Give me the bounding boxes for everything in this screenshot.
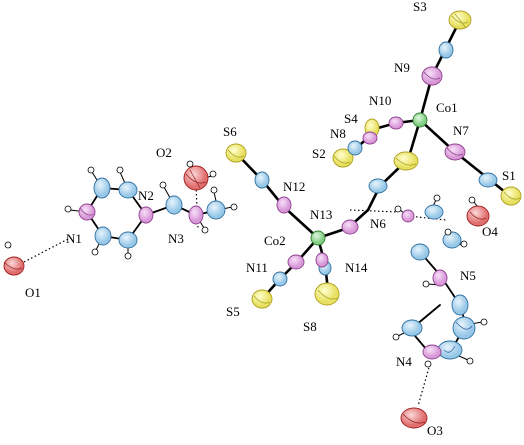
N11-atom <box>287 254 305 270</box>
C-ncs-6 <box>272 271 288 287</box>
label-N9: N9 <box>394 60 410 75</box>
atoms <box>3 10 522 429</box>
C-ring-r1 <box>410 243 430 261</box>
label-S1: S1 <box>502 168 516 183</box>
S8-atom <box>314 282 340 306</box>
Co1-atom <box>412 112 428 128</box>
C-ncs-4 <box>254 171 270 189</box>
C-ring-r5 <box>401 319 423 337</box>
C-ring-r2 <box>451 294 469 316</box>
O3-atom <box>400 407 428 429</box>
C-ring-l3 <box>118 231 138 249</box>
C-ncs-1 <box>438 41 454 59</box>
label-O2: O2 <box>156 145 172 160</box>
label-N13: N13 <box>310 207 332 222</box>
C-ring-l4 <box>94 226 112 246</box>
N13-atom <box>341 219 359 235</box>
O2-atom <box>183 165 209 191</box>
label-N7: N7 <box>453 123 469 138</box>
label-S4: S4 <box>344 111 358 126</box>
label-Co1: Co1 <box>436 100 458 115</box>
label-S6: S6 <box>223 124 237 139</box>
S1-atom <box>500 186 522 206</box>
label-N12: N12 <box>283 179 305 194</box>
C-ncs-2 <box>347 140 363 156</box>
ellipsoid-octant-lines <box>3 13 521 424</box>
label-O3: O3 <box>427 423 443 438</box>
N4-atom <box>422 344 442 360</box>
C-ring-r3 <box>452 316 476 340</box>
label-N4: N4 <box>396 354 412 369</box>
C-ring-l1 <box>93 177 111 199</box>
O1-atom <box>3 256 25 276</box>
label-Co2: Co2 <box>264 233 286 248</box>
label-S8: S8 <box>303 319 317 334</box>
N8-atom <box>362 131 378 145</box>
label-N14: N14 <box>345 260 368 275</box>
label-N3: N3 <box>168 231 184 246</box>
C-ncs-5 <box>368 178 388 194</box>
S7-atom <box>393 151 419 171</box>
C-chain-r1 <box>424 204 444 220</box>
N12-atom <box>276 196 292 214</box>
label-O1: O1 <box>25 285 41 300</box>
N3-atom <box>188 205 204 225</box>
S5-atom <box>251 289 273 309</box>
C-ring-l2 <box>118 181 138 199</box>
label-S5: S5 <box>226 304 240 319</box>
C-ncs-3 <box>478 172 498 188</box>
S6-atom <box>225 143 247 163</box>
N5-atom <box>432 269 448 287</box>
label-S2: S2 <box>312 146 326 161</box>
N2-atom <box>138 206 154 224</box>
label-O4: O4 <box>482 224 498 239</box>
N14-atom <box>315 252 329 268</box>
hydrogen-atoms <box>4 160 488 368</box>
N10-atom <box>388 116 404 130</box>
label-N10: N10 <box>369 93 391 108</box>
label-N8: N8 <box>330 126 346 141</box>
label-N11: N11 <box>246 260 268 275</box>
atom-labels: S3 N9 N10 Co1 S4 N8 N7 S2 S1 S6 O2 N12 N… <box>25 0 516 438</box>
label-N1: N1 <box>66 231 82 246</box>
C-ring-r4 <box>437 340 463 360</box>
label-S3: S3 <box>413 0 427 14</box>
N7-atom <box>444 143 466 161</box>
N6-atom <box>401 209 415 223</box>
Co2-atom <box>310 230 326 246</box>
C-chain-l1 <box>165 195 183 215</box>
C-chain-l2 <box>206 200 226 220</box>
label-N5: N5 <box>460 268 476 283</box>
N1-atom <box>78 203 96 221</box>
label-N2: N2 <box>138 188 154 203</box>
C-chain-r2 <box>442 231 462 249</box>
N9-atom <box>421 66 443 86</box>
label-N6: N6 <box>370 216 386 231</box>
O4-atom <box>466 205 490 227</box>
